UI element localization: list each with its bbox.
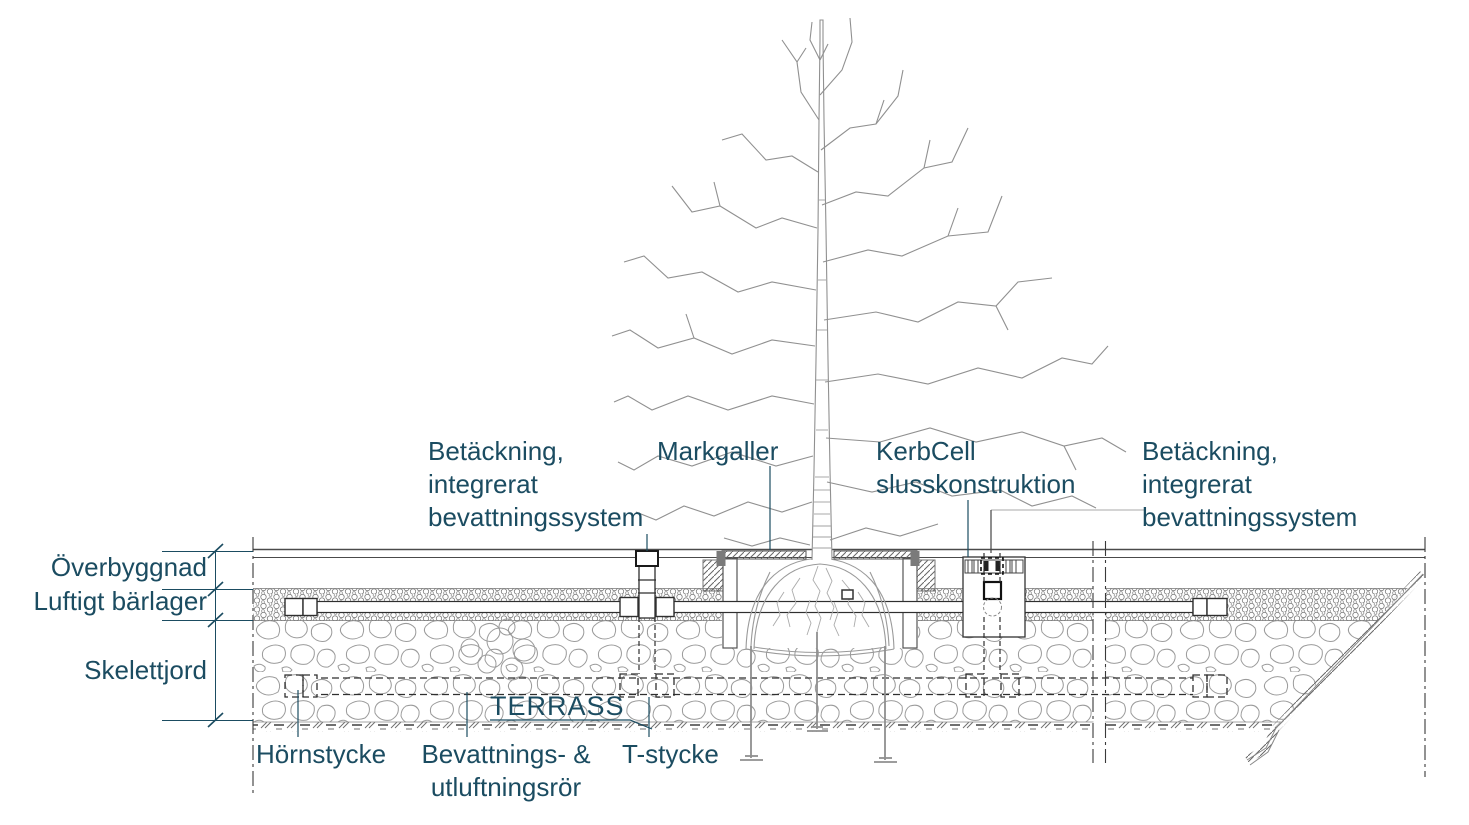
callout-betackning-right: Betäckning, integrerat bevattningssystem xyxy=(1142,435,1357,534)
callout-markgaller: Markgaller xyxy=(657,436,779,466)
root-texture xyxy=(772,565,870,637)
stone-cluster xyxy=(460,618,536,681)
t-stycke-lower-left xyxy=(619,673,639,698)
part-label-hornstycke: Hörnstycke xyxy=(256,739,387,769)
kerbcell-assembly xyxy=(962,553,1026,674)
left-riser-assembly xyxy=(635,550,659,674)
t-stycke-upper-left xyxy=(619,596,639,618)
layer-label-luftigt-barlager: Luftigt bärlager xyxy=(33,586,207,616)
betackning-cover-right xyxy=(980,557,1004,575)
part-label-t-stycke: T-stycke xyxy=(622,739,719,769)
excavation-slope xyxy=(1228,571,1430,800)
part-label-line: Bevattnings- & xyxy=(421,739,591,769)
callout-betackning-left: Betäckning, integrerat bevattningssystem xyxy=(428,435,643,534)
hornstycke-upper-left xyxy=(284,597,304,617)
section-break-band xyxy=(1093,559,1105,757)
callout-kerbcell: KerbCell slusskonstruktion xyxy=(876,435,1075,501)
callout-line: Betäckning, xyxy=(1142,436,1278,466)
layer-label-terrass: TERRASS xyxy=(490,691,625,721)
callout-line: bevattningssystem xyxy=(1142,502,1358,532)
rootball-coupler xyxy=(841,589,854,600)
tree xyxy=(611,17,1127,561)
layer-dimension-lines xyxy=(162,543,253,728)
lower-irrigation-pipe-dashed xyxy=(284,673,1228,698)
callout-line: Betäckning, xyxy=(428,436,564,466)
tree-trunk xyxy=(811,19,833,561)
tree-branches xyxy=(611,17,1127,547)
leader-lines xyxy=(297,466,1146,737)
t-stycke-lower-kerbcell xyxy=(965,673,985,698)
leader-terrass xyxy=(490,719,653,730)
part-label-bevattningsror: Bevattnings- & utluftningsrör xyxy=(414,738,598,804)
callout-line: slusskonstruktion xyxy=(876,469,1076,499)
betackning-cover-left xyxy=(635,550,659,567)
markgaller-grate xyxy=(716,550,920,566)
callout-line: bevattningssystem xyxy=(428,502,644,532)
layer-terrass-strip xyxy=(253,721,1425,732)
sluice-valve xyxy=(982,580,1003,601)
section-cut-lines xyxy=(252,537,1426,797)
callout-line: integrerat xyxy=(428,469,538,499)
callout-line: KerbCell xyxy=(876,436,976,466)
callout-line: integrerat xyxy=(1142,469,1252,499)
hornstycke-upper-right xyxy=(1192,597,1208,617)
tree-bark-marks xyxy=(813,199,831,549)
dimension-ticks xyxy=(207,543,224,728)
layer-label-skelettjord: Skelettjord xyxy=(84,655,207,685)
part-label-line: utluftningsrör xyxy=(430,772,582,802)
anchor-stakes xyxy=(740,632,897,763)
layer-label-overbyggnad: Överbyggnad xyxy=(50,552,207,582)
